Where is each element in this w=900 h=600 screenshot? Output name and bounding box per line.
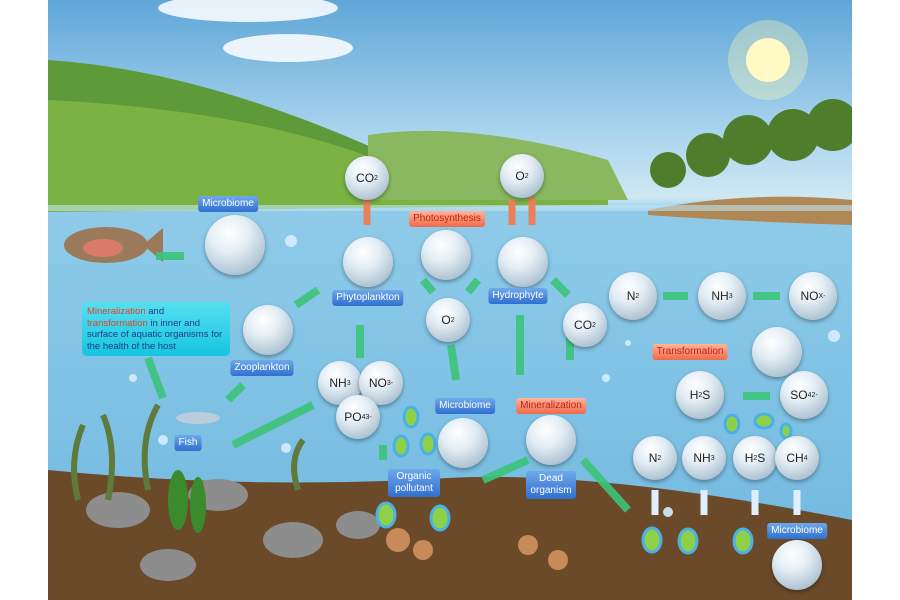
label-phytoplankton: Phytoplankton: [332, 290, 404, 306]
microbiome-bubble: [421, 230, 471, 280]
label-hydrophyte: Hydrophyte: [488, 288, 548, 304]
arrow: [225, 382, 246, 403]
phytoplankton-bubble: [343, 237, 393, 287]
microbiome-bubble: [205, 215, 265, 275]
hydrophyte-bubble: [498, 237, 548, 287]
microbe-cells: [375, 405, 793, 555]
small-fish: [176, 412, 220, 424]
microbiome-bubble: [438, 418, 488, 468]
microbiome-bubble: [772, 540, 822, 590]
microbiome-bubble: [752, 327, 802, 377]
sediment: [48, 470, 852, 600]
trees: [650, 99, 852, 188]
arrow: [550, 277, 571, 298]
background-art: [48, 0, 852, 600]
arrow: [231, 401, 315, 449]
arrow: [293, 286, 321, 309]
label-microbiome: Microbiome: [198, 196, 258, 212]
seaweed: [71, 403, 306, 501]
label-photosynthesis: Photosynthesis: [409, 211, 485, 227]
label-zooplankton: Zooplankton: [230, 360, 294, 376]
label-microbiome: Microbiome: [435, 398, 495, 414]
mineralization-transformation-note: Mineralization and transformation in inn…: [82, 302, 230, 356]
zooplankton-bubble: [243, 305, 293, 355]
arrow: [481, 456, 530, 484]
flow-arrows: [144, 252, 780, 513]
rocks: [86, 479, 380, 581]
upward-arrows: [651, 490, 801, 515]
label-transformation: Transformation: [652, 344, 728, 360]
label-fish: Fish: [174, 435, 202, 451]
arrow: [447, 344, 460, 381]
label-dead-organism: Dead organism: [526, 471, 576, 499]
arrow: [580, 457, 631, 513]
arrow: [144, 356, 167, 400]
sun-icon: [746, 38, 790, 82]
exchange-arrows: [363, 198, 536, 225]
aquatic-plant: [168, 470, 206, 533]
arrow: [464, 277, 482, 295]
label-mineralization: Mineralization: [516, 398, 586, 414]
shells: [386, 528, 568, 570]
label-organic-pollutant: Organic pollutant: [388, 469, 440, 497]
fish-illustration: [64, 227, 163, 263]
arrow: [419, 277, 437, 295]
dead-organism-bubble: [526, 415, 576, 465]
label-microbiome: Microbiome: [767, 523, 827, 539]
